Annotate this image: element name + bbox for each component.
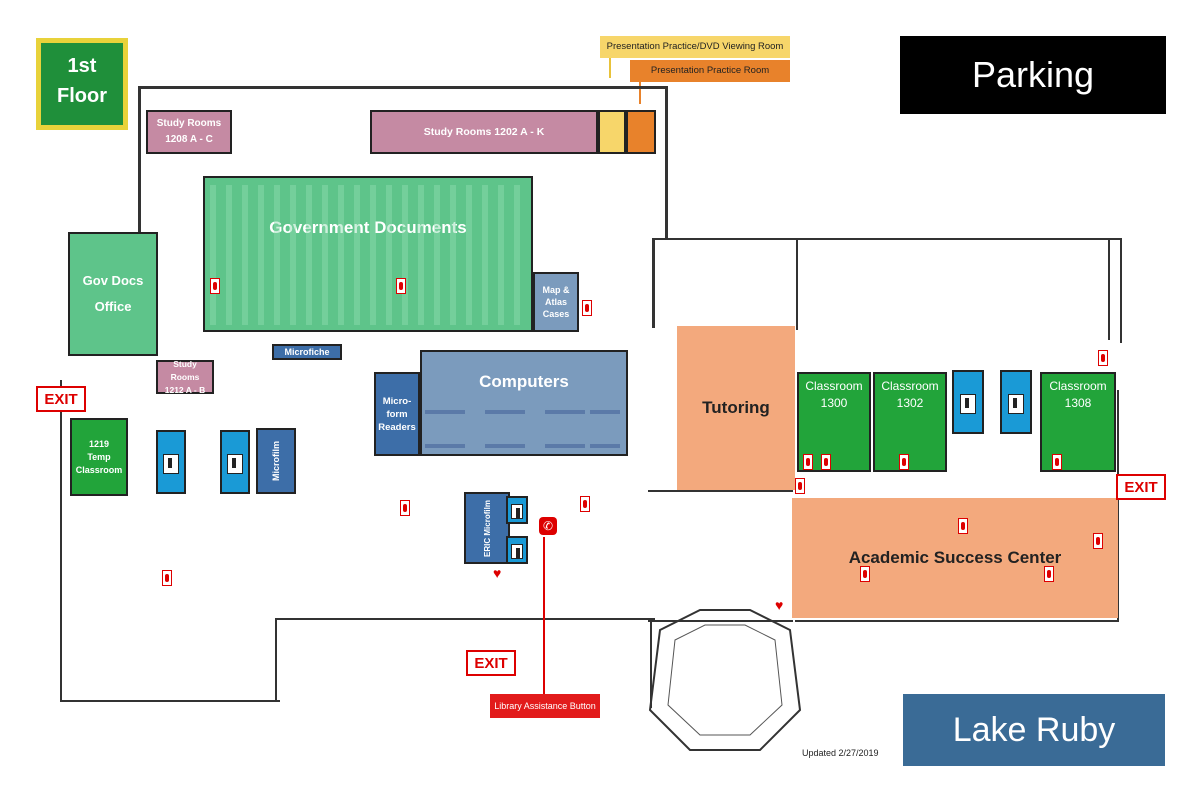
fire-extinguisher-icon [1098,350,1108,366]
restroom-icon [1008,394,1024,414]
fire-extinguisher-icon [860,566,870,582]
library-assistance-button: Library Assistance Button [490,694,600,718]
study-rooms-1202-label: Study Rooms 1202 A - K [423,126,545,138]
map-atlas-line1: Map & [542,285,570,295]
map-atlas-line3: Cases [542,309,570,319]
floor-badge-line1: 1st [67,55,97,77]
microform-line3: Readers [378,421,416,433]
legend-arrow-yellow [609,58,611,78]
academic-success-center-label: Academic Success Center [848,548,1062,567]
restroom-icon [163,454,179,474]
microfiche: Microfiche [272,344,342,360]
government-documents-area: Government Documents [203,176,533,332]
computer-desks [425,408,623,454]
fire-extinguisher-icon [899,454,909,470]
fire-extinguisher-icon [821,454,831,470]
floor-badge-line2: Floor [57,85,107,107]
lake-ruby-label: Lake Ruby [903,694,1165,766]
presentation-practice-room [626,110,656,154]
exit-bottom: EXIT [466,650,516,676]
microfiche-label: Microfiche [284,347,330,357]
restroom-icon [511,544,523,559]
gov-docs-office: Gov Docs Office [68,232,158,356]
restroom-center-1 [506,496,528,524]
microform-line1: Micro- [382,395,412,407]
computers-area: Computers [420,350,628,456]
fire-extinguisher-icon [400,500,410,516]
classroom-1302-label: Classroom [881,379,939,393]
gov-docs-office-line1: Gov Docs [82,273,144,288]
fire-extinguisher-icon [1044,566,1054,582]
classroom-1308-number: 1308 [1064,396,1092,410]
fire-extinguisher-icon [1052,454,1062,470]
tutoring-label: Tutoring [702,398,770,417]
restroom-icon [960,394,976,414]
floor-badge: 1st Floor [36,38,128,130]
microform-readers: Micro- form Readers [374,372,420,456]
study-rooms-1208-label: Study Rooms [156,118,222,129]
restroom-right-1 [952,370,984,434]
study-rooms-1212-label: Study Rooms [170,358,200,382]
tutoring: Tutoring [677,326,795,490]
restroom-right-2 [1000,370,1032,434]
microfilm: Microfilm [256,428,296,494]
restroom-left-1 [156,430,186,494]
classroom-1300-label: Classroom [805,379,863,393]
temp-classroom-1219: 1219 Temp Classroom [70,418,128,496]
fire-extinguisher-icon [162,570,172,586]
study-rooms-1212-number: 1212 A - B [164,384,206,395]
map-atlas-line2: Atlas [544,297,567,307]
government-documents-label: Government Documents [269,218,467,237]
fire-extinguisher-icon [803,454,813,470]
exit-right: EXIT [1116,474,1166,500]
rotunda-outline [648,609,802,751]
study-rooms-1202: Study Rooms 1202 A - K [370,110,598,154]
eric-microfilm-label: ERIC Microfilm [482,499,492,557]
classroom-1302-number: 1302 [896,396,924,410]
legend-arrow-orange [639,82,641,104]
fire-extinguisher-icon [958,518,968,534]
restroom-center-2 [506,536,528,564]
fire-extinguisher-icon [580,496,590,512]
computers-label: Computers [479,372,569,391]
microform-line2: form [386,408,408,420]
temp-classroom-line1: 1219 [88,438,110,449]
classroom-1308-label: Classroom [1049,379,1107,393]
study-rooms-1212: Study Rooms 1212 A - B [156,358,214,395]
gov-docs-office-line2: Office [94,299,132,314]
microfilm-label: Microfilm [271,440,282,482]
exit-left: EXIT [36,386,86,412]
academic-success-center: Academic Success Center [792,498,1118,618]
fire-extinguisher-icon [795,478,805,494]
legend-presentation-dvd: Presentation Practice/DVD Viewing Room [600,36,790,58]
presentation-dvd-room [598,110,626,154]
gov-docs-shelving [210,185,526,325]
fire-extinguisher-icon [210,278,220,294]
classroom-1300-number: 1300 [820,396,848,410]
fire-extinguisher-icon [396,278,406,294]
aed-heart-icon: ♥ [493,565,502,581]
phone-icon: ✆ [539,517,557,535]
parking-label: Parking [900,36,1166,114]
study-rooms-1208: Study Rooms 1208 A - C [146,110,232,154]
temp-classroom-line3: Classroom [75,464,123,475]
legend-presentation-practice: Presentation Practice Room [630,60,790,82]
assistance-line [543,537,545,695]
restroom-icon [511,504,523,519]
fire-extinguisher-icon [582,300,592,316]
map-atlas-cases: Map & Atlas Cases [533,272,579,332]
classroom-1302: Classroom 1302 [873,372,947,472]
restroom-left-2 [220,430,250,494]
aed-heart-icon: ♥ [775,597,784,613]
eric-microfilm: ERIC Microfilm [464,492,510,564]
fire-extinguisher-icon [1093,533,1103,549]
updated-date: Updated 2/27/2019 [802,748,879,758]
restroom-icon [227,454,243,474]
temp-classroom-line2: Temp [87,451,111,462]
study-rooms-1208-number: 1208 A - C [165,134,213,145]
